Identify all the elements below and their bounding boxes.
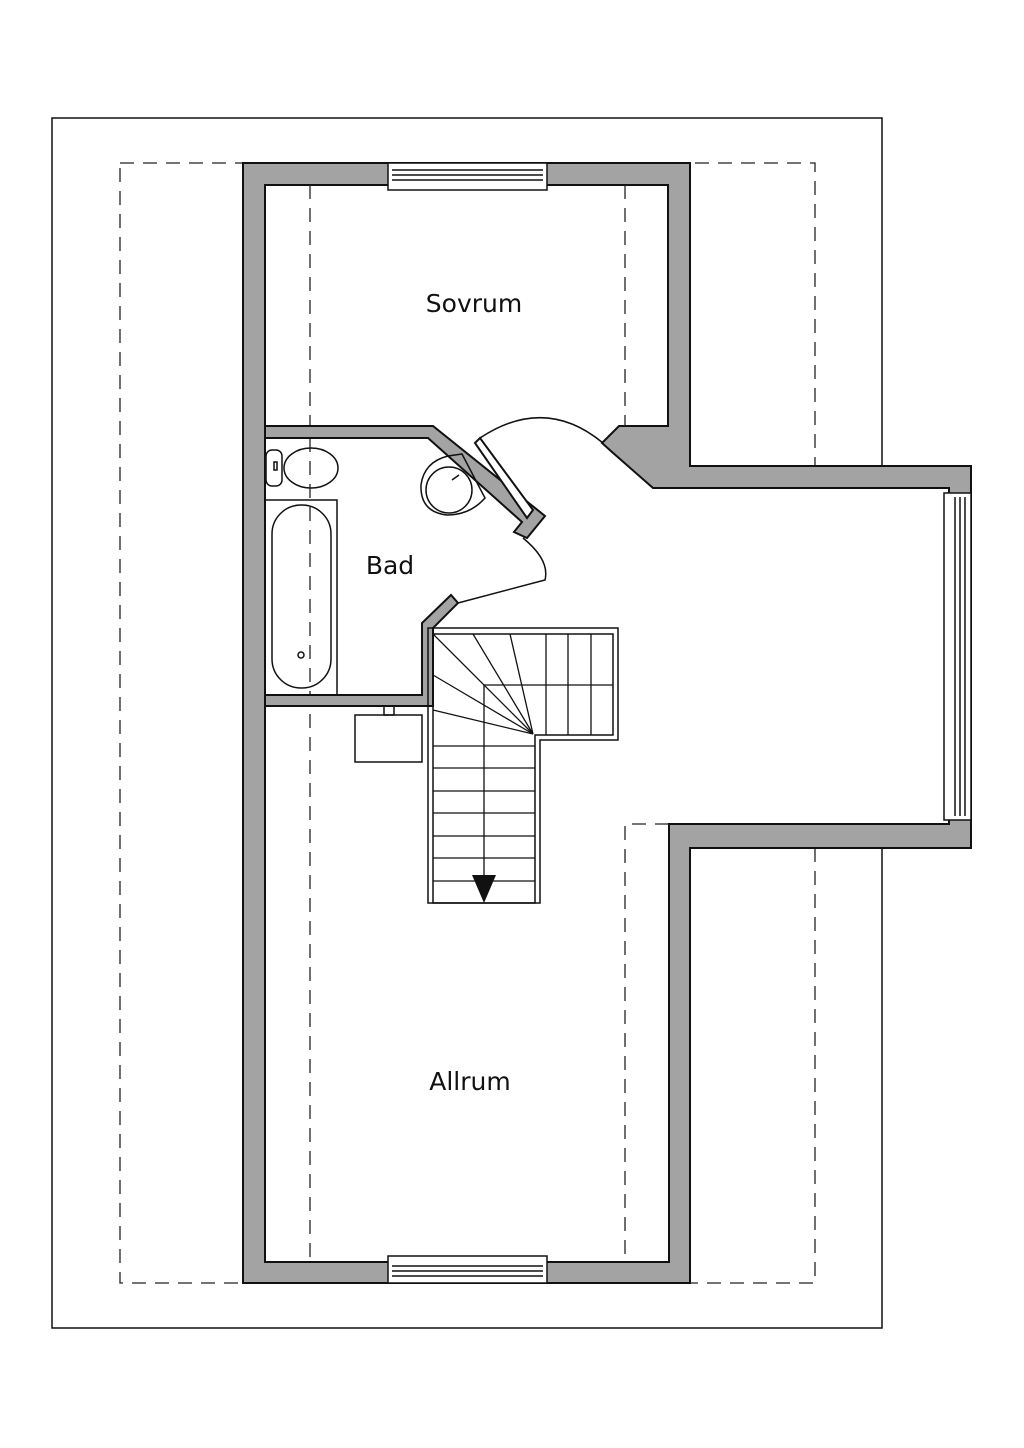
window-right <box>943 492 972 821</box>
toilet-icon <box>265 447 339 489</box>
radiator-icon <box>354 705 423 763</box>
room-label-living: Allrum <box>429 1067 510 1096</box>
room-label-bathroom: Bad <box>366 551 414 580</box>
staircase <box>427 627 619 904</box>
bedroom-door[interactable] <box>473 417 604 520</box>
sink-icon <box>420 453 486 516</box>
ceiling-slope-line-right-bottom <box>624 823 669 1262</box>
bathroom-door[interactable] <box>457 537 547 604</box>
door-leaf <box>473 436 535 520</box>
window-top <box>387 162 548 191</box>
bathtub-icon <box>264 499 338 696</box>
stair-direction-arrow-icon <box>472 875 496 903</box>
window-bottom <box>387 1255 548 1284</box>
door-swing-arc <box>457 537 547 604</box>
door-swing-arc <box>479 417 604 444</box>
bathroom-top-wall <box>264 425 547 540</box>
room-label-bedroom: Sovrum <box>426 289 522 318</box>
interior-floor <box>264 184 950 1263</box>
